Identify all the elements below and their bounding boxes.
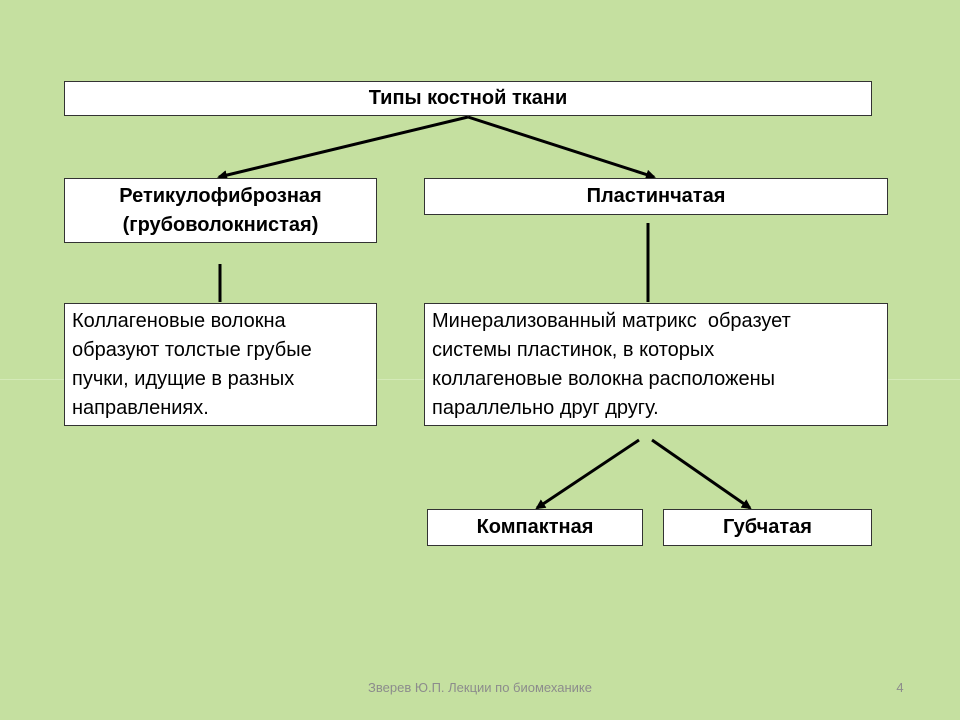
description-line: направлениях.	[72, 397, 209, 419]
spongy-box: Губчатая	[663, 509, 872, 546]
description-line: Минерализованный матрикс образует	[432, 310, 791, 332]
footer-text: Зверев Ю.П. Лекции по биомеханике	[368, 680, 592, 695]
reticulofibrous-description-box: Коллагеновые волокна образуют толстые гр…	[64, 303, 377, 426]
arrow-lamellar-to-compact	[535, 438, 640, 510]
description-line: образуют толстые грубые	[72, 339, 312, 361]
compact-label: Компактная	[476, 516, 594, 538]
description-line: пучки, идущие в разных	[72, 368, 295, 390]
reticulofibrous-box: Ретикулофиброзная (грубоволокнистая)	[64, 178, 377, 243]
reticulofibrous-title-line1: Ретикулофиброзная	[119, 184, 322, 207]
description-line: Коллагеновые волокна	[72, 310, 286, 332]
root-label: Типы костной ткани	[368, 87, 568, 109]
bone-tissue-types-root-box: Типы костной ткани	[64, 81, 872, 116]
reticulofibrous-title-line2: (грубоволокнистая)	[122, 213, 319, 236]
lamellar-label: Пластинчатая	[586, 185, 726, 207]
arrow-lamellar-to-spongy	[651, 438, 752, 510]
description-line: параллельно друг другу.	[432, 397, 659, 419]
compact-box: Компактная	[427, 509, 643, 546]
arrow-root-to-lamellar	[467, 115, 656, 180]
reticulofibrous-label: Ретикулофиброзная (грубоволокнистая)	[119, 182, 321, 240]
lamellar-box: Пластинчатая	[424, 178, 888, 215]
page-number: 4	[896, 680, 904, 695]
arrow-root-to-reticulofibrous	[217, 115, 469, 180]
spongy-label: Губчатая	[723, 516, 812, 538]
description-line: коллагеновые волокна расположены	[432, 368, 775, 390]
lamellar-description-box: Минерализованный матрикс образует систем…	[424, 303, 888, 426]
description-line: системы пластинок, в которых	[432, 339, 715, 361]
